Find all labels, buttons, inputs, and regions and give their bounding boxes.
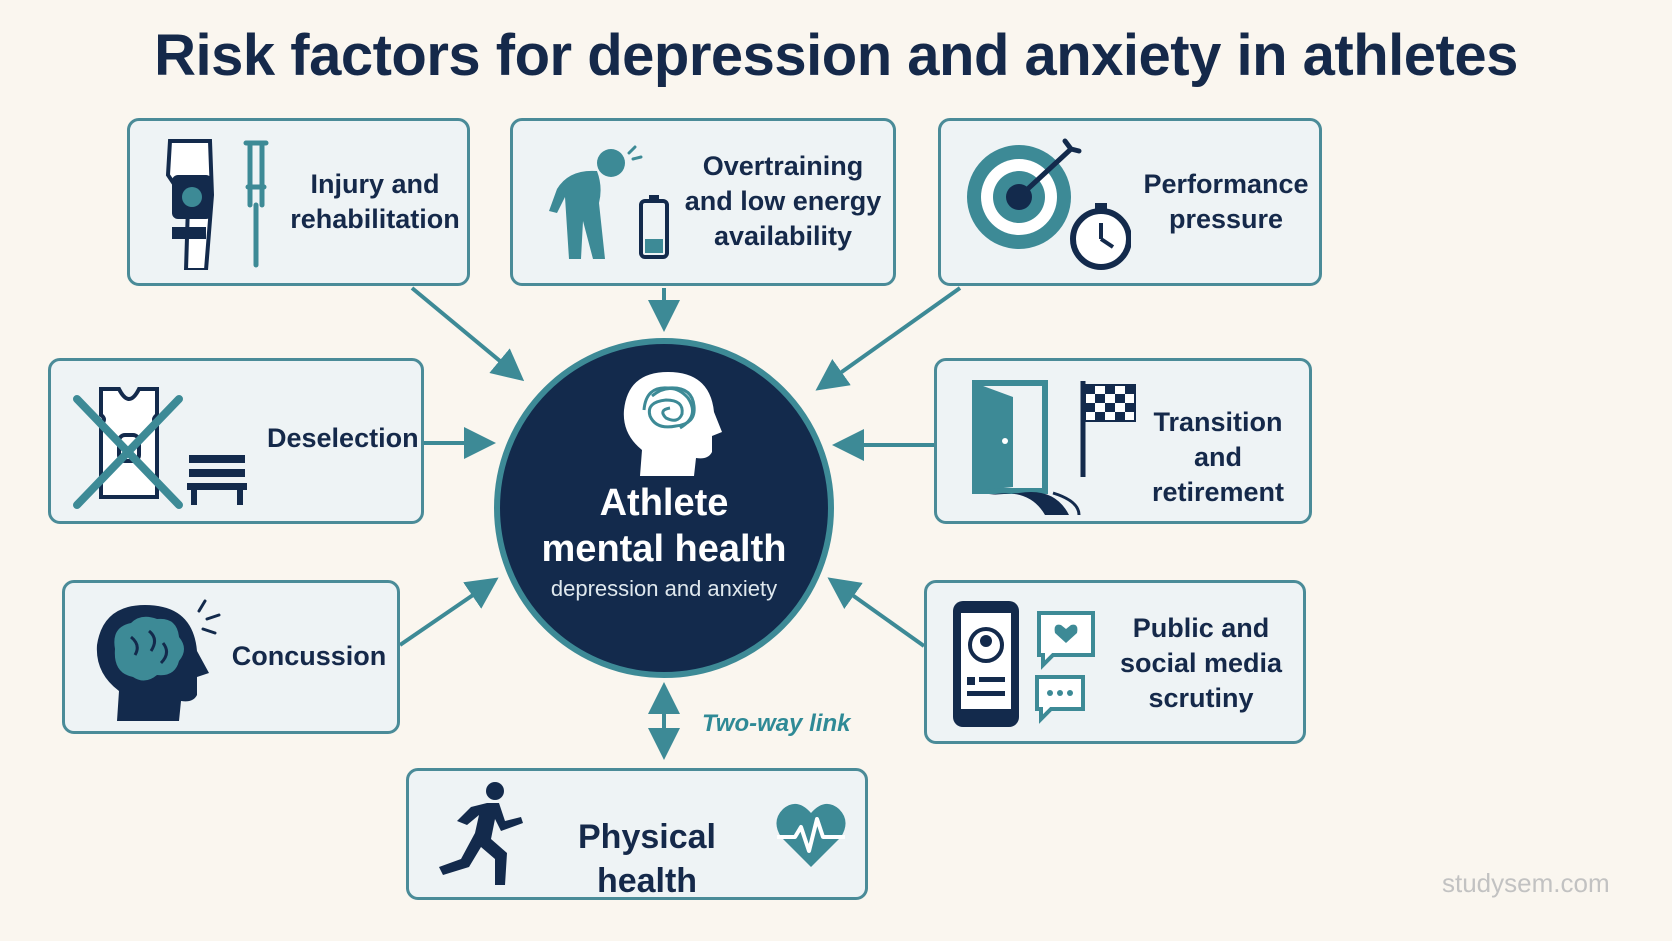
arrow-concussion [398,577,499,647]
watermark: studysem.com [1442,868,1610,898]
factor-card-overtraining: Overtraining and low energy availability [510,118,896,286]
factor-card-injury: Injury and rehabilitation [127,118,470,286]
factor-label-performance: Performance pressure [1143,169,1309,235]
factor-card-concussion: Concussion [62,580,400,734]
factor-label-physical: Physical health [578,818,716,901]
knee-brace-crutch-icon [165,139,269,270]
central-node-subtitle: depression and anxiety [550,576,778,601]
arrow-injury [410,286,525,382]
factor-label-transition: Transition and retirement [1151,407,1285,508]
factor-card-performance: Performance pressure [938,118,1322,286]
factor-card-physical: Physical health [406,768,868,900]
page-title: Risk factors for depression and anxiety … [154,23,1518,88]
factor-label-public: Public and social media scrutiny [1119,613,1283,714]
arrow-public [827,577,926,648]
target-stopwatch-icon [967,138,1131,270]
tired-athlete-low-battery-icon [549,145,669,259]
factor-label-injury: Injury and rehabilitation [290,169,460,235]
two-way-link-label: Two-way link [702,710,851,737]
door-checkered-flag-icon [972,380,1136,515]
factor-card-deselection: Deselection [48,358,424,524]
heart-pulse-icon [776,803,846,867]
crossed-jersey-bench-icon [73,387,247,509]
factor-label-overtraining: Overtraining and low energy availability [684,151,882,252]
factor-label-concussion: Concussion [231,641,387,671]
factor-card-transition: Transition and retirement [934,358,1312,524]
factor-card-public: Public and social media scrutiny [924,580,1306,744]
central-node-mental-health: Athlete mental health depression and anx… [494,338,834,678]
arrow-performance [815,286,962,391]
head-tangled-thoughts-icon [623,372,722,476]
runner-icon [439,782,523,885]
phone-chat-icon [953,601,1095,727]
head-brain-icon [96,599,221,721]
factor-label-deselection: Deselection [267,423,419,453]
central-node-title: Athlete mental health [541,482,787,571]
